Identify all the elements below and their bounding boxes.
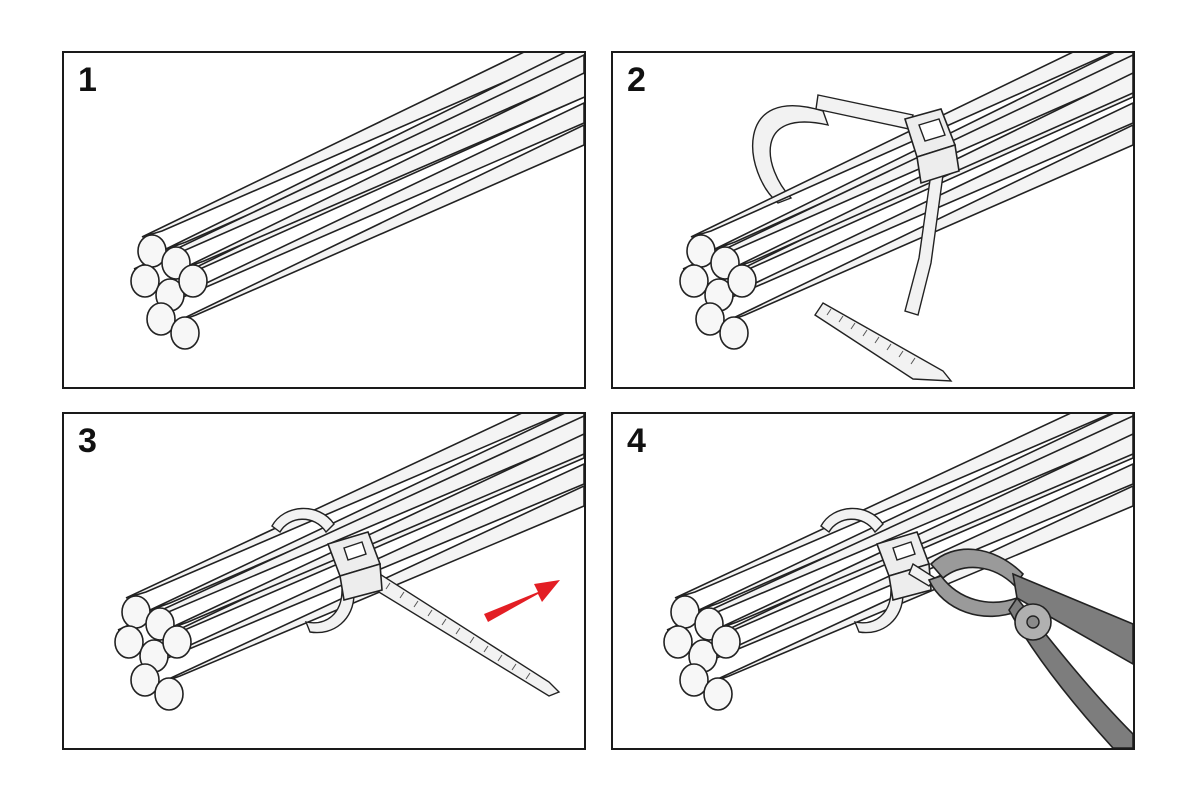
step-number: 2 (627, 61, 646, 99)
cable-tie-strap (820, 507, 884, 534)
step-2-panel: 2 (611, 51, 1135, 389)
cable-tie-strap (271, 507, 335, 534)
step-number: 1 (78, 61, 97, 99)
step-4-panel: 4 (611, 412, 1135, 750)
cable-tie-head (903, 108, 960, 185)
cable-tie-strap (751, 104, 830, 204)
step-number: 3 (78, 422, 97, 460)
tie-tighten-illustration (114, 414, 584, 711)
tie-cut-illustration (663, 414, 1133, 748)
tie-loop-illustration (679, 53, 1133, 382)
side-cutter-pliers-icon (927, 548, 1133, 748)
step-number: 4 (627, 422, 646, 460)
step-3-panel: 3 (62, 412, 586, 750)
cable-bundle (114, 414, 584, 711)
step-1-panel: 1 (62, 51, 586, 389)
cable-tie-head (326, 531, 383, 601)
cable-tie-tail (355, 563, 561, 697)
cable-bundle-illustration (130, 53, 584, 350)
cable-tie-tail (814, 302, 953, 382)
cable-bundle (130, 53, 584, 350)
pull-arrow-icon (484, 580, 560, 622)
